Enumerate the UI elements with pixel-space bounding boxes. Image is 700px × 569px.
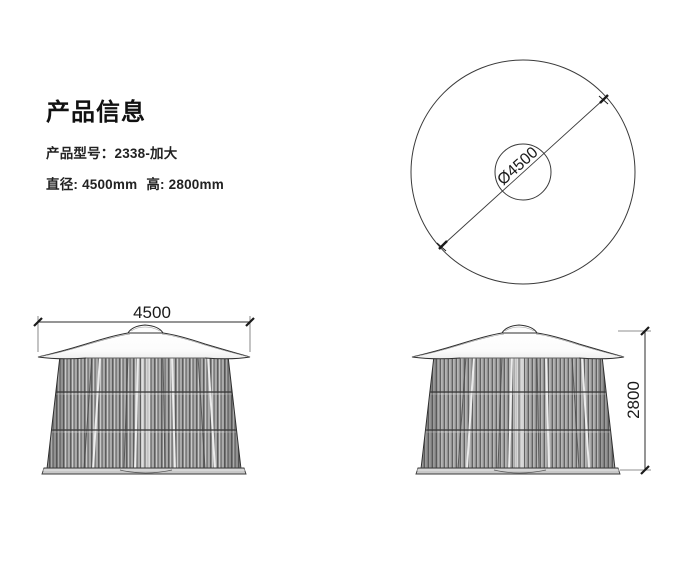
side-roof-canopy [411, 332, 625, 360]
product-model-label: 产品型号： [46, 146, 115, 162]
diameter-label: 直径: [46, 177, 79, 193]
side-dimension-ticks [640, 326, 650, 475]
side-height-dimension: 2800 [618, 326, 651, 475]
front-body [46, 353, 242, 470]
diameter-value: 4500mm [82, 177, 138, 193]
side-base-plate [415, 467, 621, 475]
side-roof [411, 324, 625, 360]
front-base-plate [41, 467, 247, 475]
front-roof-canopy [37, 332, 251, 360]
front-body-outline [46, 355, 242, 470]
front-body-weave [47, 356, 241, 469]
side-elevation-view: 2800 [411, 324, 651, 475]
height-label: 高: [146, 177, 165, 193]
front-body-detail [48, 358, 240, 468]
front-roof-cap [127, 324, 164, 334]
diameter-tick-marks [438, 94, 609, 250]
page-title: 产品信息 [46, 99, 146, 126]
product-model-value: 2338-加大 [114, 146, 178, 162]
top-view-outer-circle [410, 59, 636, 285]
side-body [420, 353, 616, 470]
top-view-circle: Ø4500 [410, 59, 636, 285]
product-model-line: 产品型号：2338-加大 [46, 142, 346, 162]
front-width-dimension: 4500 [33, 303, 255, 352]
side-body-outline [420, 355, 616, 470]
side-body-weave [421, 356, 615, 469]
front-width-dimension-label: 4500 [133, 303, 171, 322]
side-body-top-arc [459, 353, 581, 359]
diameter-dimension-line [442, 98, 605, 246]
side-body-detail [422, 358, 614, 468]
front-body-top-arc [85, 353, 207, 359]
diameter-tick-caps [436, 95, 609, 252]
product-size-line: 直径: 4500mm 高: 2800mm [46, 173, 346, 193]
front-roof [37, 324, 251, 360]
front-dimension-ticks [33, 317, 255, 327]
top-view-inner-circle [494, 143, 552, 201]
height-value: 2800mm [168, 177, 224, 193]
diameter-dimension-label: Ø4500 [494, 144, 541, 189]
product-info-panel: 产品信息 产品型号：2338-加大 直径: 4500mm 高: 2800mm [46, 99, 346, 204]
side-roof-cap [501, 324, 538, 334]
front-elevation-view: 4500 [33, 303, 255, 475]
side-height-dimension-label: 2800 [624, 381, 643, 419]
